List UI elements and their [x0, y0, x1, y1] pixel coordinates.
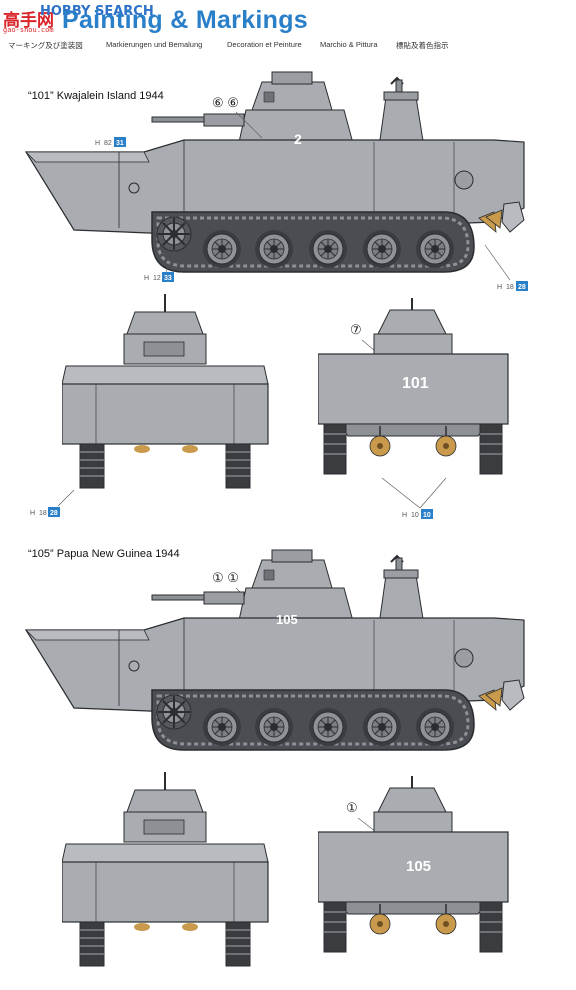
callout-side-wheel-prefix: H — [144, 275, 149, 282]
side-view-105 — [24, 540, 556, 772]
hull-number-105: 105 — [406, 858, 432, 875]
callout-rear-props-code: 10 — [411, 512, 419, 519]
language-label-de: Markierungen und Bemalung — [106, 40, 203, 49]
marker-rear-101: ⑦ — [350, 322, 362, 337]
callout-side-bow-prefix: H — [95, 140, 100, 147]
hull-number-101: 101 — [402, 375, 429, 392]
watermark-logo-text: HOBBY SEARCH — [40, 4, 154, 19]
callout-side-stern-code: 18 — [506, 284, 514, 291]
front-view-105 — [62, 772, 269, 967]
callout-rear-props-num: 10 — [423, 512, 431, 519]
watermark-logo-cn: 高手网 — [3, 11, 54, 31]
hull-number-side-105: 105 — [276, 612, 298, 627]
marker-side-101: ⑥ ⑥ — [212, 95, 239, 110]
scheme-label-105: “105” Papua New Guinea 1944 — [28, 548, 180, 560]
language-label-fr: Decoration et Peinture — [227, 40, 302, 49]
page-title: Painting & Markings — [62, 6, 309, 34]
callout-front-track-num: 28 — [50, 510, 58, 517]
front-view-101 — [62, 294, 269, 489]
callout-rear-props-prefix: H — [402, 512, 407, 519]
callout-side-wheel-code: 12 — [153, 275, 161, 282]
watermark-url: gao-shou.com — [3, 26, 54, 34]
callout-front-track-code: 18 — [39, 510, 47, 517]
rear-view-101 — [318, 298, 509, 475]
marker-side-105: ① ① — [212, 570, 239, 585]
scheme-label-101: “101” Kwajalein Island 1944 — [28, 90, 164, 102]
callout-front-track-prefix: H — [30, 510, 35, 517]
callout-side-bow-num: 31 — [116, 140, 124, 147]
callout-side-bow-code: 82 — [104, 140, 112, 147]
language-label-it: Marchio & Pittura — [320, 40, 378, 49]
marker-rear-105: ① — [346, 800, 358, 815]
svg-text:2: 2 — [294, 131, 302, 147]
side-view-101: 2 — [24, 62, 556, 294]
callout-side-stern-num: 28 — [518, 284, 526, 291]
callout-side-stern-prefix: H — [497, 284, 502, 291]
language-label-jp: マーキング及び塗装図 — [8, 41, 83, 50]
callout-side-wheel-num: 33 — [164, 275, 172, 282]
language-label-cn: 標貼及着色指示 — [396, 41, 449, 50]
